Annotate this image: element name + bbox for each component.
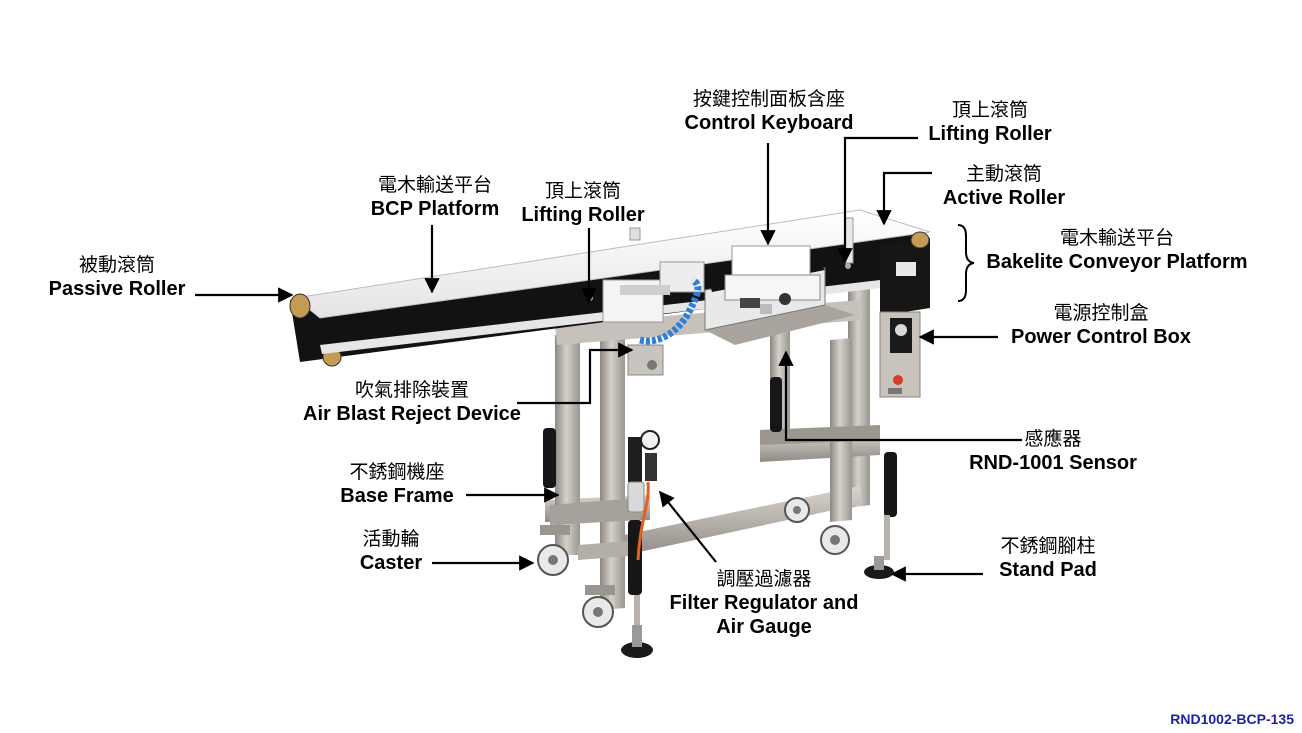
label-bakelite-platform: 電木輸送平台 Bakelite Conveyor Platform [972, 227, 1262, 273]
label-passive-roller: 被動滾筒 Passive Roller [40, 254, 194, 300]
label-en: Lifting Roller [521, 204, 645, 226]
label-zh: 不銹鋼腳柱 [1000, 535, 1096, 557]
label-zh: 電源控制盒 [1053, 302, 1149, 324]
label-lifting-roller-right: 頂上滾筒 Lifting Roller [916, 99, 1064, 145]
label-zh: 活動輪 [362, 528, 420, 550]
label-control-keyboard: 按鍵控制面板含座 Control Keyboard [670, 88, 868, 134]
label-zh: 按鍵控制面板含座 [692, 88, 845, 110]
stand-posts [543, 377, 897, 625]
label-en: Bakelite Conveyor Platform [986, 251, 1248, 273]
label-zh: 吹氣排除裝置 [354, 379, 469, 401]
label-zh: 主動滾筒 [965, 163, 1042, 185]
model-code: RND1002-BCP-135 [1170, 711, 1294, 727]
label-zh: 頂上滾筒 [951, 99, 1028, 121]
label-en: BCP Platform [370, 198, 500, 220]
label-bcp-platform: 電木輸送平台 BCP Platform [355, 174, 515, 220]
label-zh: 被動滾筒 [78, 254, 155, 276]
casters [537, 497, 850, 628]
label-en: Passive Roller [48, 278, 186, 300]
label-zh: 頂上滾筒 [544, 180, 621, 202]
label-filter-regulator: 調壓過濾器 Filter Regulator and Air Gauge [656, 568, 872, 638]
brace [957, 224, 975, 302]
label-en: Stand Pad [999, 559, 1097, 581]
label-en: Control Keyboard [684, 112, 854, 134]
label-zh: 調壓過濾器 [716, 568, 812, 590]
lifting-roller-assembly [602, 217, 854, 323]
label-zh: 電木輸送平台 [377, 174, 492, 196]
label-zh: 不銹鋼機座 [349, 461, 445, 483]
power-control-box [879, 262, 921, 398]
label-en-line2: Air Gauge [716, 616, 812, 638]
label-en: Power Control Box [1010, 326, 1191, 348]
label-base-frame: 不銹鋼機座 Base Frame [330, 461, 464, 507]
label-zh: 感應器 [1024, 428, 1082, 450]
label-active-roller: 主動滾筒 Active Roller [930, 163, 1078, 209]
label-en: Lifting Roller [928, 123, 1052, 145]
label-en: RND-1001 Sensor [969, 452, 1137, 474]
leader-arrows [195, 136, 1022, 582]
label-stand-pad: 不銹鋼腳柱 Stand Pad [986, 535, 1110, 581]
control-keyboard-unit [704, 245, 855, 345]
stand-pads [621, 556, 894, 658]
filter-regulator [627, 430, 660, 561]
label-en: Air Blast Reject Device [303, 403, 521, 425]
label-en: Filter Regulator and [669, 592, 859, 614]
label-caster: 活動輪 Caster [346, 528, 436, 574]
label-lifting-roller-left: 頂上滾筒 Lifting Roller [510, 180, 656, 226]
label-air-blast: 吹氣排除裝置 Air Blast Reject Device [296, 379, 528, 425]
air-blast-device [627, 277, 702, 376]
label-sensor: 感應器 RND-1001 Sensor [958, 428, 1148, 474]
label-en: Active Roller [942, 187, 1066, 209]
label-en: Base Frame [340, 485, 454, 507]
label-en: Caster [359, 552, 423, 574]
label-power-control-box: 電源控制盒 Power Control Box [1000, 302, 1202, 348]
label-zh: 電木輸送平台 [1059, 227, 1174, 249]
